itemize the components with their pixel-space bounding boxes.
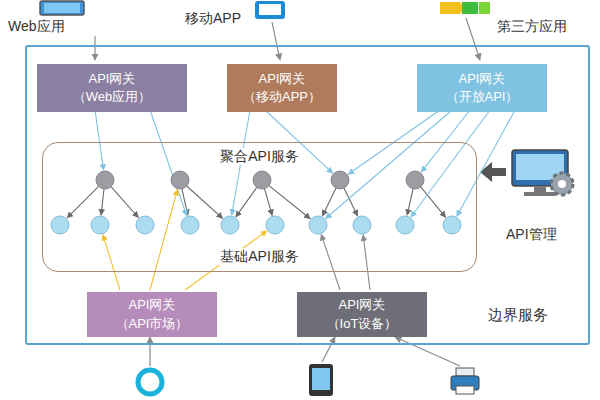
aggregate-service <box>96 171 114 189</box>
phone-device-icon <box>309 364 333 396</box>
gateway-call <box>326 110 452 219</box>
input-arrow <box>149 337 150 366</box>
market-call <box>150 190 177 290</box>
iot-call <box>363 235 370 290</box>
client-label: 第三方应用 <box>497 18 567 35</box>
client-label: 移动APP <box>185 10 241 27</box>
management-label: API管理 <box>506 226 557 243</box>
service-call <box>421 187 446 217</box>
input-arrow <box>272 22 280 60</box>
api-management-icon <box>512 150 573 196</box>
service-call <box>187 186 223 218</box>
aggregate-service <box>331 171 349 189</box>
gateway-call <box>150 110 187 216</box>
base-service <box>136 216 154 234</box>
region-title: 边界服务 <box>488 306 548 325</box>
base-service <box>221 216 239 234</box>
service-call <box>111 187 138 218</box>
gateway-call <box>457 110 515 216</box>
market-icon <box>138 370 162 394</box>
management-arrow <box>480 162 506 182</box>
base-service <box>396 216 414 234</box>
gateway-label: API网关 （Web应用） <box>63 70 161 106</box>
input-arrow <box>322 337 335 362</box>
gateway-box: API网关 （移动APP） <box>227 64 337 112</box>
service-call <box>101 189 104 215</box>
aggregate-service <box>253 171 271 189</box>
blocks-icon <box>440 2 490 14</box>
client-label: Web应用 <box>8 18 65 35</box>
base-service <box>181 216 199 234</box>
service-region: 聚合API服务基础API服务 <box>42 142 477 272</box>
base-service <box>443 216 461 234</box>
gateway-box: API网关 （IoT设备） <box>297 292 427 337</box>
service-call <box>269 186 310 219</box>
service-call <box>236 187 257 217</box>
region-title: 基础API服务 <box>217 248 302 265</box>
region-title: 聚合API服务 <box>217 148 302 165</box>
input-arrow <box>94 36 95 60</box>
boundary-region: 边界服务 API网关 （Web应用） API网关 （移动APP） API网关 （开放A… <box>25 45 590 345</box>
service-call <box>407 189 413 215</box>
gateway-box: API网关 （Web应用） <box>37 64 187 112</box>
aggregate-service <box>406 171 424 189</box>
service-call <box>67 186 99 218</box>
aggregate-service <box>171 171 189 189</box>
gateway-label: API网关 （移动APP） <box>233 70 331 106</box>
base-service <box>309 216 327 234</box>
gateway-call <box>95 110 104 170</box>
base-service <box>91 216 109 234</box>
base-service <box>51 216 69 234</box>
gateway-box: API网关 （API市场） <box>87 292 217 337</box>
gateway-call <box>411 110 490 217</box>
input-arrow <box>466 18 480 60</box>
market-call <box>103 235 120 290</box>
gateway-box: API网关 （开放API） <box>417 64 547 112</box>
input-arrow <box>395 337 460 366</box>
gateway-label: API网关 （IoT设备） <box>313 296 411 332</box>
iot-call <box>321 235 340 291</box>
base-service <box>266 216 284 234</box>
service-network <box>51 110 515 290</box>
monitor-icon <box>40 1 84 15</box>
gateway-label: API网关 （API市场） <box>103 296 201 332</box>
service-call <box>264 189 272 216</box>
phone-icon <box>255 1 285 19</box>
printer-icon <box>451 368 479 394</box>
base-service <box>353 216 371 234</box>
gateway-label: API网关 （开放API） <box>433 70 531 106</box>
